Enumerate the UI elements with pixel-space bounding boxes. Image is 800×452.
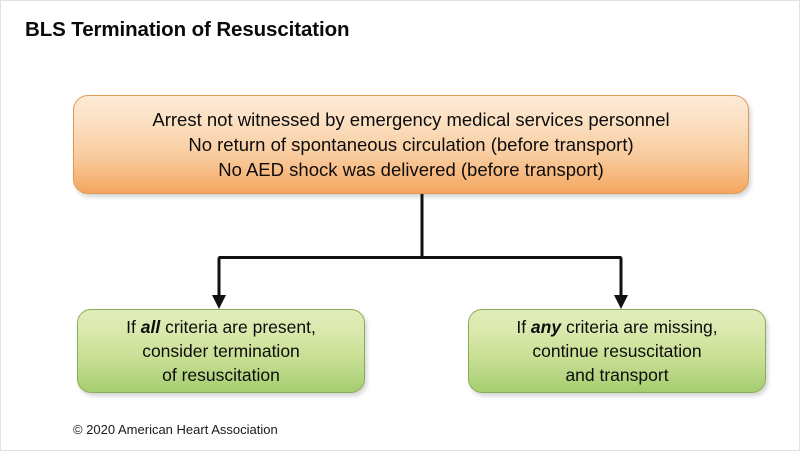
outcome-any-line-2: continue resuscitation (532, 341, 702, 361)
outcome-box-all: If all criteria are present, consider te… (77, 309, 365, 393)
criteria-line-1: Arrest not witnessed by emergency medica… (152, 109, 670, 130)
outcome-all-line1-suffix: criteria are present, (160, 317, 316, 337)
outcome-any-line1-suffix: criteria are missing, (561, 317, 718, 337)
outcome-all-line-1: If all criteria are present, (126, 315, 316, 339)
criteria-line-2: No return of spontaneous circulation (be… (188, 134, 634, 155)
outcome-all-line-2: consider termination (142, 341, 300, 361)
outcome-box-any: If any criteria are missing, continue re… (468, 309, 766, 393)
copyright-notice: © 2020 American Heart Association (73, 422, 278, 437)
outcome-any-line-1: If any criteria are missing, (516, 315, 717, 339)
criteria-box: Arrest not witnessed by emergency medica… (73, 95, 749, 194)
outcome-any-line1-prefix: If (516, 317, 531, 337)
page-title: BLS Termination of Resuscitation (25, 18, 350, 41)
outcome-all-line1-prefix: If (126, 317, 141, 337)
arrowhead-right-icon (614, 295, 628, 309)
outcome-any-emphasis: any (530, 317, 562, 337)
outcome-all-line-3: of resuscitation (162, 365, 280, 385)
criteria-line-3: No AED shock was delivered (before trans… (218, 159, 604, 180)
arrowhead-left-icon (212, 295, 226, 309)
outcome-all-emphasis: all (140, 317, 161, 337)
outcome-any-line-3: and transport (565, 365, 669, 385)
